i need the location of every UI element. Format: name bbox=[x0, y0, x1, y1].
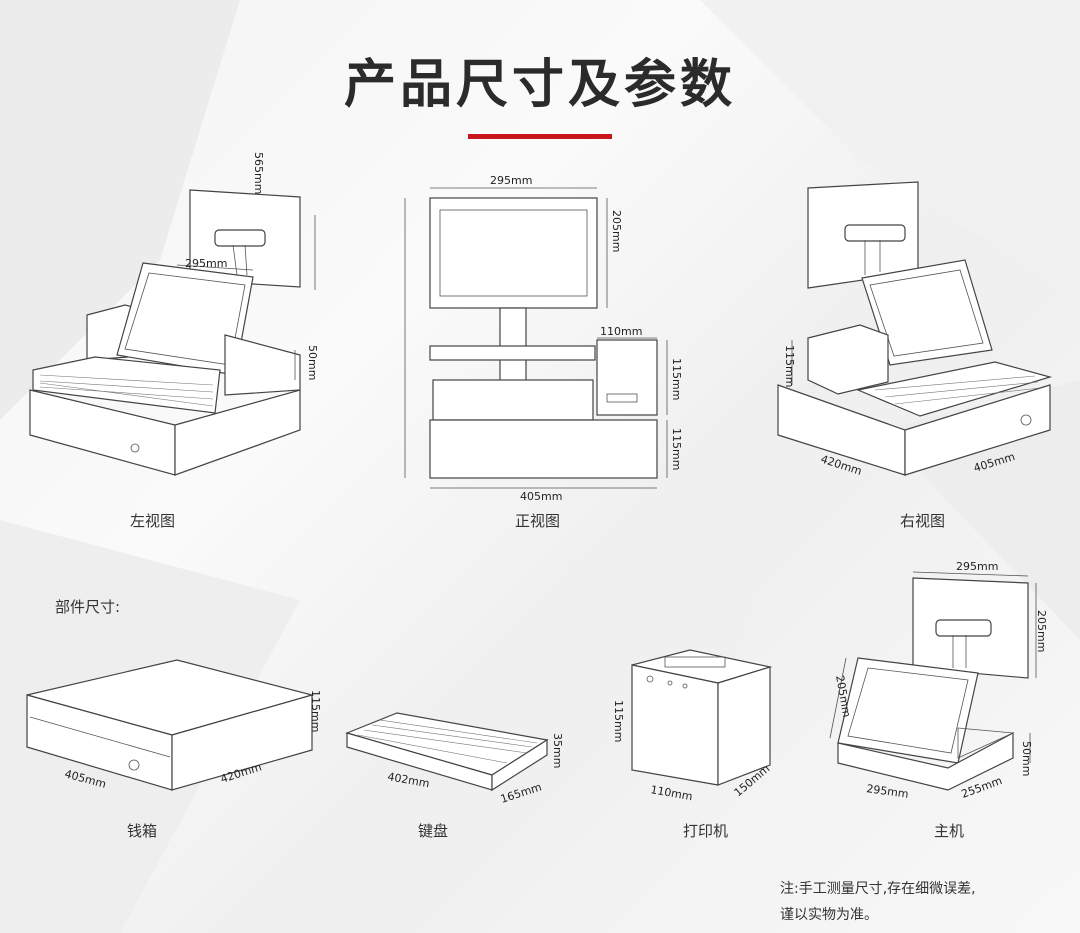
front-view-figure: 295mm 565mm 205mm 110mm 115mm 115mm 405m… bbox=[252, 152, 695, 503]
printer-shape bbox=[807, 324, 889, 395]
dim-h-screen: 205mm bbox=[610, 210, 623, 252]
dim-w-printer: 110mm bbox=[600, 325, 642, 338]
drawer-shape bbox=[429, 419, 658, 479]
part-host-figure: 295mm 205mm 205mm 50mm 295mm 255mm bbox=[818, 558, 1058, 808]
dim-w-base: 405mm bbox=[972, 450, 1016, 475]
title-underline bbox=[468, 134, 612, 139]
note-line-2: 谨以实物为准。 bbox=[780, 907, 878, 923]
dim-h-top: 205mm bbox=[1035, 610, 1048, 652]
caption-front-view: 正视图 bbox=[515, 512, 561, 530]
measurement-note: 注:手工测量尺寸,存在细微误差, 谨以实物为准。 bbox=[780, 876, 976, 928]
caption-left-view: 左视图 bbox=[130, 512, 176, 530]
page-title: 产品尺寸及参数 bbox=[343, 55, 736, 115]
dim-h: 115mm bbox=[612, 700, 625, 742]
keyboard-shape bbox=[32, 356, 221, 414]
dim-w: 110mm bbox=[649, 783, 693, 803]
caption-keyboard: 键盘 bbox=[418, 822, 449, 840]
dim-w-base: 295mm bbox=[866, 782, 910, 801]
part-drawer-figure: 115mm 405mm 420mm bbox=[22, 655, 322, 810]
printer-shape bbox=[596, 339, 658, 416]
parts-label: 部件尺寸: bbox=[55, 598, 121, 616]
part-keyboard-figure: 35mm 402mm 165mm bbox=[342, 705, 572, 806]
right-view-figure: 115mm 420mm 405mm bbox=[770, 180, 1070, 485]
caption-host: 主机 bbox=[934, 822, 965, 840]
dim-h-total: 565mm bbox=[252, 152, 265, 194]
dim-w: 402mm bbox=[386, 770, 430, 790]
dim-w-top: 295mm bbox=[185, 257, 227, 270]
part-printer-figure: 115mm 110mm 150mm bbox=[610, 645, 785, 805]
customer-display-shape bbox=[429, 197, 598, 309]
dim-d: 165mm bbox=[499, 780, 543, 805]
caption-drawer: 钱箱 bbox=[127, 822, 158, 840]
caption-right-view: 右视图 bbox=[900, 512, 946, 530]
dim-w: 405mm bbox=[63, 767, 107, 791]
dim-w-top: 295mm bbox=[490, 174, 532, 187]
dim-h-printer: 115mm bbox=[783, 345, 796, 387]
dim-w-base: 405mm bbox=[520, 490, 562, 503]
dim-h-base: 50mm bbox=[306, 345, 319, 380]
dim-h: 115mm bbox=[309, 690, 322, 732]
dim-w-top: 295mm bbox=[956, 560, 998, 573]
dim-h-drawer: 115mm bbox=[670, 428, 683, 470]
dim-h-base: 50mm bbox=[1020, 741, 1033, 776]
note-line-1: 注:手工测量尺寸,存在细微误差, bbox=[780, 881, 976, 897]
dim-h-screen: 205mm bbox=[833, 674, 853, 718]
dim-h-printer: 115mm bbox=[670, 358, 683, 400]
left-view-figure: 205mm 295mm 50mm bbox=[25, 185, 325, 485]
caption-printer: 打印机 bbox=[683, 822, 729, 840]
dim-h: 35mm bbox=[551, 733, 564, 768]
